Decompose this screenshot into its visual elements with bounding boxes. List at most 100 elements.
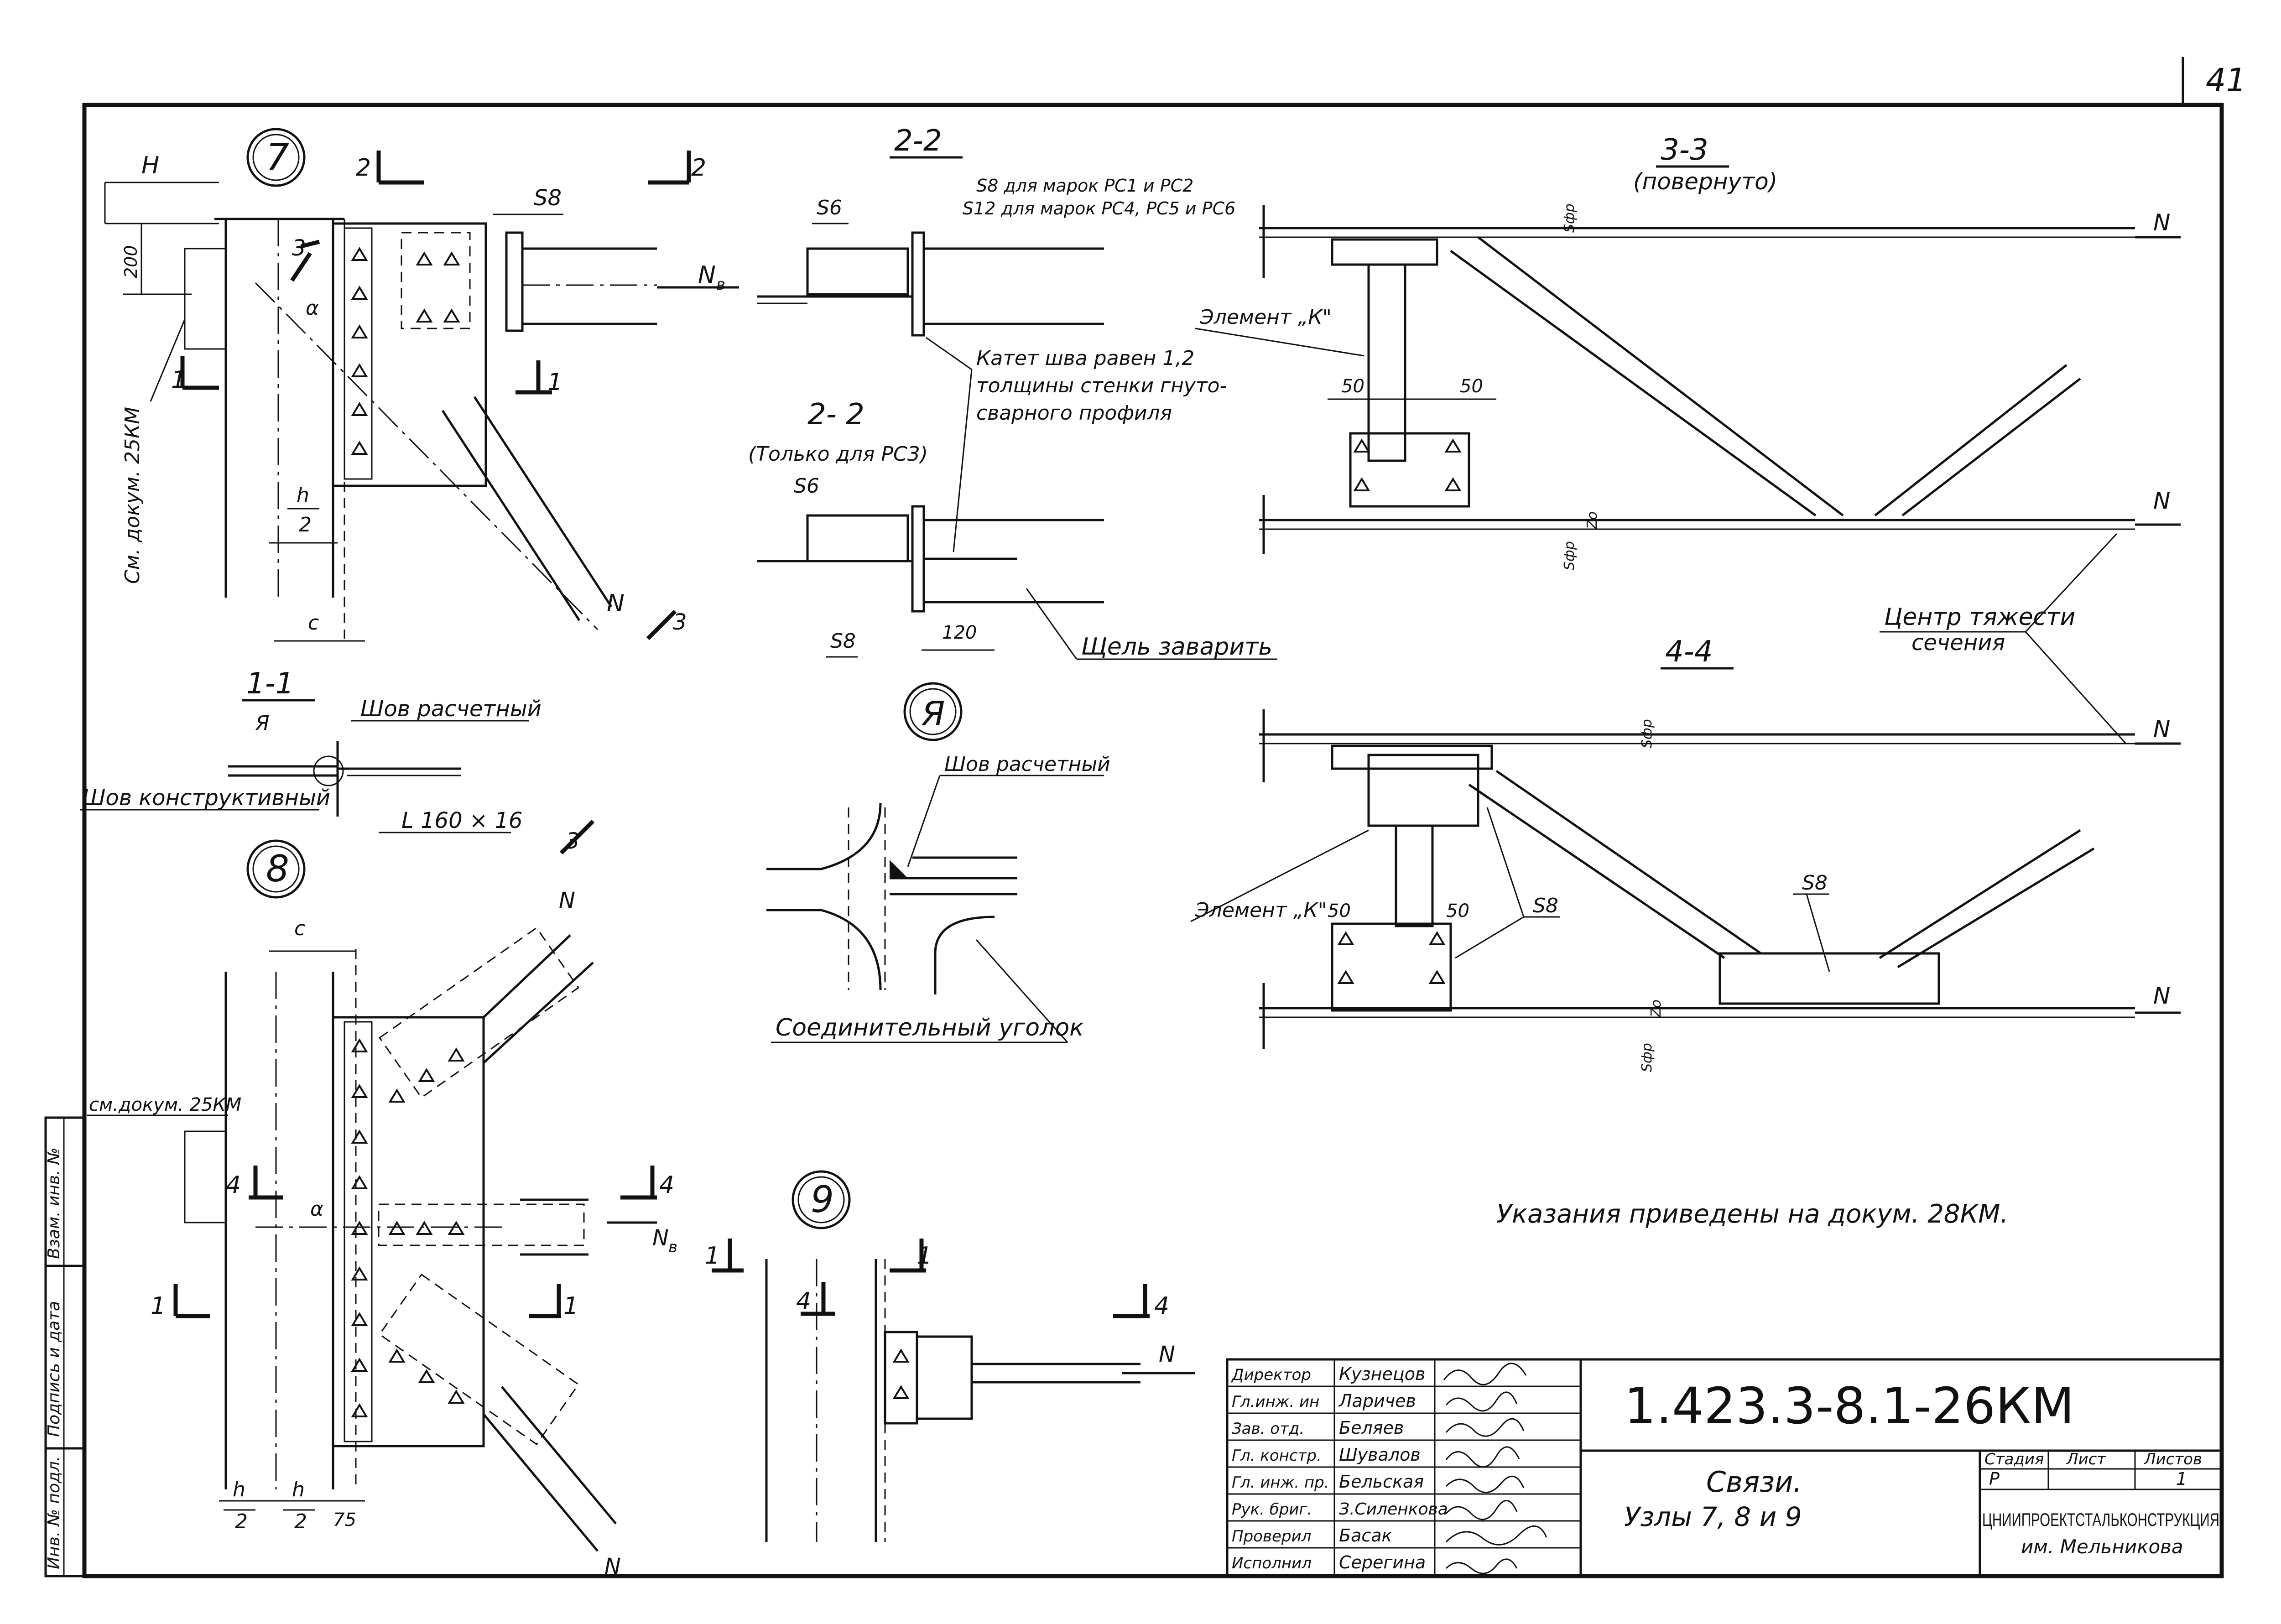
dim-h-8a: h	[233, 1478, 245, 1501]
signature-5	[1445, 1475, 1525, 1494]
tb-role-6: Рук. бриг.	[1232, 1500, 1312, 1519]
section-2-2b-title: 2- 2	[807, 398, 864, 432]
signature-2	[1445, 1391, 1518, 1412]
section-1-1: 1-1 Я Шов расчетный Шов конструктивный L…	[80, 667, 542, 833]
weld-note-line2: толщины стенки гнуто-	[976, 374, 1227, 397]
section-2-2-note2: S12 для марок РС4, РС5 и РС6	[963, 198, 1235, 219]
section-3-3: 3-3 (повернуто) N Элемент „К" 50 50 N Sф…	[1195, 133, 2181, 570]
stamp-replace-inv: Взам. инв. №	[45, 1148, 63, 1259]
node-7-marker	[246, 128, 306, 187]
conn-angle-label: Соединительный уголок	[776, 1014, 1084, 1041]
instructions-note: Указания приведены на докум. 28КМ.	[1496, 1199, 2008, 1229]
force-N-9: N	[1159, 1342, 1175, 1367]
cg-note-line1: Центр тяжести	[1884, 604, 2075, 631]
tb-name-7: Басак	[1339, 1525, 1392, 1546]
node-7-label: 7	[266, 136, 289, 178]
node-8-marker	[246, 839, 306, 899]
detail-A: Я Шов расчетный Соединительный уголок	[766, 682, 1110, 1043]
tb-signatures	[1443, 1363, 1547, 1574]
signature-4	[1445, 1446, 1520, 1468]
tb-sheets-header: Листов	[2143, 1450, 2202, 1468]
weld-note-line3: сварного профиля	[976, 401, 1172, 425]
weld-calc-label: Шов расчетный	[360, 696, 542, 722]
force-Nb-sub-8: в	[668, 1238, 677, 1256]
weld-plug-note: Щель заварить	[1081, 633, 1272, 661]
tb-name-3: Беляев	[1339, 1418, 1404, 1438]
title-line1: Связи.	[1706, 1465, 1802, 1499]
section-2-2-rs3: 2- 2 (Только для РС3) S6 S8 120 Катет шв…	[748, 337, 1277, 661]
section-4-4-title: 4-4	[1665, 635, 1713, 669]
s8-label-7: S8	[534, 185, 562, 211]
tb-stage-header: Стадия	[1984, 1450, 2044, 1468]
tb-name-1: Кузнецов	[1339, 1364, 1425, 1384]
force-N-3-3-top: N	[2153, 209, 2170, 236]
dim-50-left-4: 50	[1328, 900, 1351, 921]
tb-name-2: Ларичев	[1338, 1391, 1416, 1411]
tb-role-3: Зав. отд.	[1232, 1420, 1304, 1438]
detail-A-ref: Я	[255, 712, 270, 735]
tb-org-line2: им. Мельникова	[2021, 1536, 2183, 1558]
signature-7	[1445, 1525, 1547, 1546]
cut-4-left-label: 4	[226, 1171, 241, 1199]
force-Nb-7: N	[698, 261, 716, 289]
tb-role-7: Проверил	[1232, 1527, 1311, 1546]
signature-3	[1445, 1418, 1525, 1437]
force-N-8-bottom: N	[604, 1554, 621, 1579]
signature-1	[1443, 1363, 1527, 1385]
section-4-4: 4-4 N Элемент „К" 50 50 S8 S8	[1190, 635, 2181, 1072]
page-number: 41	[2206, 62, 2246, 99]
cut-1-right-label-8: 1	[563, 1292, 578, 1320]
node-8-label: 8	[266, 848, 289, 890]
cut-1-left-label-8: 1	[151, 1292, 166, 1320]
tb-org-line1: ЦНИИПРОЕКТСТАЛЬКОНСТРУКЦИЯ	[1982, 1510, 2219, 1530]
dim-h-8b: h	[292, 1478, 305, 1501]
node-9-label: 9	[811, 1178, 834, 1221]
tb-name-5: Бельская	[1339, 1472, 1424, 1492]
dim-2-7: 2	[299, 513, 312, 536]
s8-label-bottom: S8	[830, 630, 856, 653]
section-2-2-title: 2-2	[894, 124, 942, 158]
detail-A-marker	[903, 682, 963, 741]
dim-75: 75	[333, 1509, 356, 1530]
force-N-7: N	[607, 590, 625, 617]
dim-120: 120	[942, 622, 977, 643]
force-N-4-4-bottom: N	[2153, 983, 2170, 1009]
s8-label-4b: S8	[1802, 871, 1828, 895]
ref-25km: см.докум. 25КМ	[89, 1094, 241, 1115]
sfp-label-3a: Sфр	[1562, 203, 1578, 233]
cut-1-left-label-9: 1	[705, 1242, 720, 1270]
force-N-3-3-bottom: N	[2153, 488, 2170, 514]
title-line2: Узлы 7, 8 и 9	[1624, 1501, 1802, 1532]
dim-50-left-3: 50	[1341, 376, 1364, 397]
tb-sheets-value: 1	[2176, 1469, 2187, 1489]
stamp-sign-date: Подпись и дата	[45, 1301, 63, 1437]
section-2-2-note1: S8 для марок РС1 и РС2	[976, 176, 1193, 196]
zo-label-3: Zo	[1584, 511, 1600, 530]
dim-H-label: Н	[141, 152, 159, 179]
force-N-8-top: N	[559, 888, 575, 913]
element-K-label-1: Элемент „К"	[1199, 306, 1332, 329]
section-2-2: 2-2 S8 для марок РС1 и РС2 S12 для марок…	[757, 124, 1235, 337]
force-Nb-sub-7: в	[716, 276, 725, 294]
sfp-label-3b: Sфр	[1562, 541, 1578, 570]
dim-h-7: h	[297, 484, 309, 507]
dim-50-right-4: 50	[1446, 900, 1469, 921]
stamp-inv-no: Инв. № подл.	[45, 1456, 63, 1569]
doc-code: 1.423.3-8.1-26КМ	[1624, 1377, 2074, 1435]
detail-A-label: Я	[921, 694, 945, 734]
dim-2-8b: 2	[294, 1510, 307, 1533]
side-stamp: Инв. № подл. Подпись и дата Взам. инв. №	[44, 1116, 86, 1577]
dim-200: 200	[121, 245, 141, 278]
section-3-3-sub: (повернуто)	[1633, 168, 1777, 195]
tb-role-4: Гл. констр.	[1232, 1447, 1322, 1465]
section-2-2b-sub: (Только для РС3)	[748, 442, 928, 466]
tb-name-4: Шувалов	[1339, 1445, 1421, 1465]
dim-c-7: c	[308, 611, 319, 635]
tb-name-8: Серегина	[1339, 1552, 1426, 1572]
s6-label-bottom: S6	[794, 474, 819, 498]
tb-role-1: Директор	[1231, 1366, 1311, 1384]
detail-A-weld-label: Шов расчетный	[944, 753, 1110, 776]
element-K-label-2: Элемент „К"	[1195, 899, 1327, 922]
node-9-detail: 9 N 1 1 4 4	[705, 1170, 1195, 1542]
signature-8	[1445, 1558, 1518, 1574]
